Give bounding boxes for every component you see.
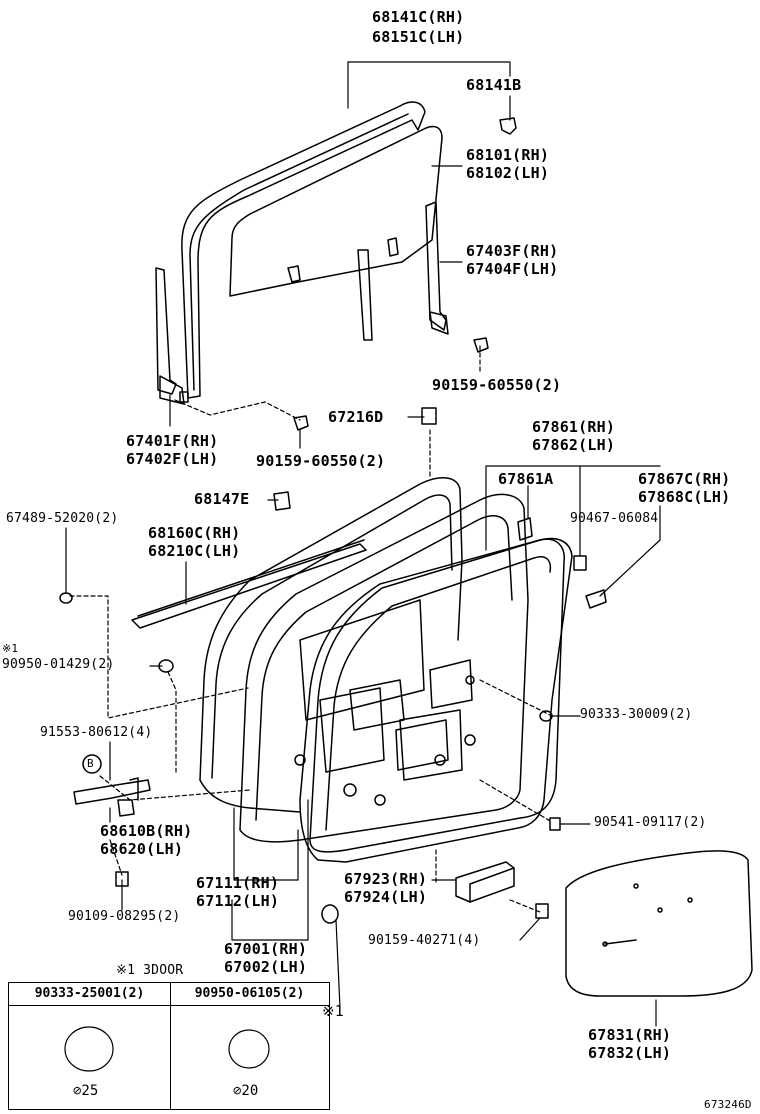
label-90159-60550-bottom: 90159-60550(2) <box>256 452 386 470</box>
label-90541-09117: 90541-09117(2) <box>594 815 707 830</box>
label-67112-lh: 67112(LH) <box>196 892 280 910</box>
label-68151c-lh: 68151C(LH) <box>372 28 465 46</box>
label-note1-3door: ※1 3DOOR <box>116 963 184 978</box>
door-cover-sheet-67831 <box>565 850 753 997</box>
door-glass-68101 <box>229 125 443 297</box>
plug-circle-25 <box>64 1026 114 1072</box>
label-91553-80612: 91553-80612(4) <box>40 725 153 740</box>
label-67868c-lh: 67868C(LH) <box>638 488 731 506</box>
label-67862-lh: 67862(LH) <box>532 436 616 454</box>
label-68141c-rh: 68141C(RH) <box>372 8 465 26</box>
label-67404f-lh: 67404F(LH) <box>466 260 559 278</box>
door-inner-panel <box>239 493 529 843</box>
label-note1-ref: ※1 <box>322 1002 344 1020</box>
hinge-68610b <box>73 777 151 817</box>
label-68102-lh: 68102(LH) <box>466 164 550 182</box>
label-90159-40271: 90159-40271(4) <box>368 933 481 948</box>
label-67216d: 67216D <box>328 408 384 426</box>
diagram-code: 673246D <box>704 1098 752 1111</box>
label-68210c-lh: 68210C(LH) <box>148 542 241 560</box>
label-67489-52020: 67489-52020(2) <box>6 511 119 526</box>
weatherstrip-back <box>199 477 463 813</box>
label-67002-lh: 67002(LH) <box>224 958 308 976</box>
label-90333-30009: 90333-30009(2) <box>580 707 693 722</box>
label-67831-rh: 67831(RH) <box>588 1026 672 1044</box>
glass-run-68141c <box>181 101 426 399</box>
table-col1-header: 90333-25001(2) <box>9 983 170 1006</box>
label-67867c-rh: 67867C(RH) <box>638 470 731 488</box>
label-90159-60550-top: 90159-60550(2) <box>432 376 562 394</box>
table-col1-size: ⊘25 <box>73 1083 99 1099</box>
front-channel-67401f <box>155 267 189 405</box>
label-67861a: 67861A <box>498 470 554 488</box>
table-divider <box>170 983 171 1109</box>
label-67923-rh: 67923(RH) <box>344 870 428 888</box>
center-channel <box>357 249 373 341</box>
leader-lines <box>65 61 661 1027</box>
label-68147e: 68147E <box>194 490 250 508</box>
label-68620-lh: 68620(LH) <box>100 840 184 858</box>
door-outer-shell <box>309 538 565 853</box>
door-weatherstrip-67861 <box>299 537 573 863</box>
plug-circle-20 <box>228 1029 270 1069</box>
rear-channel-67403f <box>425 201 449 335</box>
plug-size-table: 90333-25001(2) 90950-06105(2) ⊘25 ⊘20 <box>8 982 330 1110</box>
marker-b: B <box>87 757 94 770</box>
label-67111-rh: 67111(RH) <box>196 874 280 892</box>
table-col2-header: 90950-06105(2) <box>170 983 329 1006</box>
label-90950-01429: 90950-01429(2) <box>2 657 115 672</box>
fasteners <box>59 117 607 924</box>
label-note1-mark: ※1 <box>2 642 19 655</box>
service-cover-67923 <box>455 861 515 903</box>
label-67001-rh: 67001(RH) <box>224 940 308 958</box>
label-90109-08295: 90109-08295(2) <box>68 909 181 924</box>
label-67832-lh: 67832(LH) <box>588 1044 672 1062</box>
label-67861-rh: 67861(RH) <box>532 418 616 436</box>
label-68141b: 68141B <box>466 76 522 94</box>
label-67924-lh: 67924(LH) <box>344 888 428 906</box>
label-67402f-lh: 67402F(LH) <box>126 450 219 468</box>
label-68101-rh: 68101(RH) <box>466 146 550 164</box>
plug-circles <box>64 1026 270 1072</box>
label-68160c-rh: 68160C(RH) <box>148 524 241 542</box>
marker-b-circle <box>82 754 102 774</box>
label-90467-06084: 90467-06084 <box>570 511 659 526</box>
belt-moulding-68160c <box>131 539 367 629</box>
label-67401f-rh: 67401F(RH) <box>126 432 219 450</box>
label-67403f-rh: 67403F(RH) <box>466 242 559 260</box>
table-col2-size: ⊘20 <box>233 1083 259 1099</box>
label-68610b-rh: 68610B(RH) <box>100 822 193 840</box>
